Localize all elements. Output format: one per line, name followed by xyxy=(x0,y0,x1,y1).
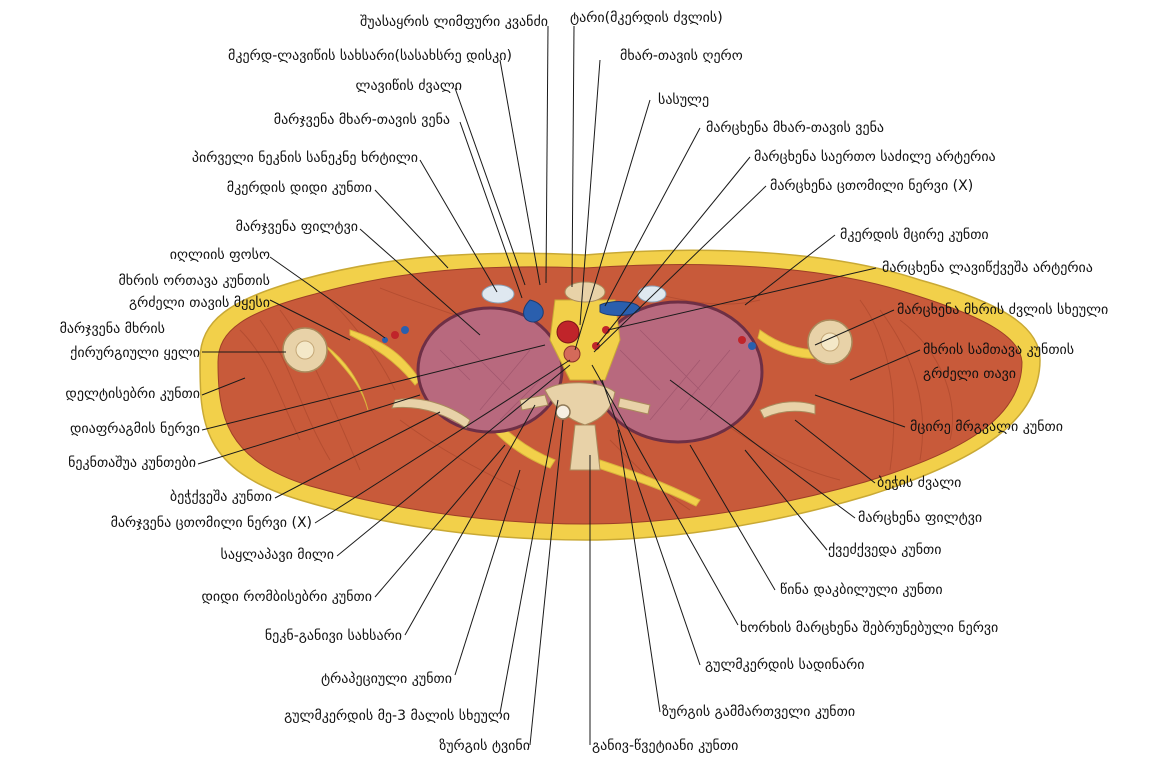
label-teres-minor: მცირე მრგვალი კუნთი xyxy=(910,418,1063,435)
label-esophagus: საყლაპავი მილი xyxy=(221,547,334,563)
label-surgical-neck-1: მარჯვენა მხრის xyxy=(60,320,165,337)
label-subscapularis: ქვეძქვედა კუნთი xyxy=(828,542,941,558)
label-pectoralis-major: მკერდის დიდი კუნთი xyxy=(227,179,372,196)
label-axillary-fossa: იღლიის ფოსო xyxy=(170,247,270,263)
label-left-recurrent: ხორხის მარცხენა შებრუნებული ნერვი xyxy=(740,619,998,636)
first-rib-cartilage xyxy=(482,285,514,303)
left-lung xyxy=(594,302,762,442)
label-phrenic-nerve: დიაფრაგმის ნერვი xyxy=(70,420,200,437)
label-trachea: სასულე xyxy=(658,92,709,108)
label-biceps-long-head-1: მხრის ორთავა კუნთის xyxy=(118,272,270,289)
label-left-brachiocephalic-vein: მარცხენა მხარ-თავის ვენა xyxy=(706,119,884,136)
label-scapula: ბეჭის ძვალი xyxy=(877,475,961,491)
label-lymph-duct: შუასაყრის ლიმფური კვანძი xyxy=(360,13,548,30)
label-serratus-anterior: წინა დაკბილული კუნთი xyxy=(780,582,943,598)
label-spinal-cord: ზურგის ტვინი xyxy=(439,737,530,754)
label-first-rib-cartilage: პირველი ნეკნის სანეკნე ხრტილი xyxy=(192,149,418,166)
label-left-humerus: მარცხენა მხრის ძვლის სხეული xyxy=(897,301,1108,318)
label-left-subclavian-artery: მარცხენა ლავიწქვეშა არტერია xyxy=(882,259,1093,276)
label-deltoid: დელტისებრი კუნთი xyxy=(65,385,200,402)
label-surgical-neck-2: ქირურგიული ყელი xyxy=(70,344,200,361)
label-sternum: ტარი(მკერდის ძვლის) xyxy=(570,9,723,26)
label-sternoclavicular: მკერდ-ლავიწის სახსარი(სასახსრე დისკი) xyxy=(228,47,512,64)
label-costotransverse: ნეკნ-განივი სახსარი xyxy=(265,627,402,644)
trachea-ring xyxy=(564,346,580,362)
label-rhomboid-major: დიდი რომბისებრი კუნთი xyxy=(201,588,372,605)
label-right-lung: მარჯვენა ფილტვი xyxy=(236,218,358,235)
label-right-vagus: მარჯვენა ცთომილი ნერვი (X) xyxy=(111,514,312,531)
label-left-common-carotid: მარცხენა საერთო საძილე არტერია xyxy=(754,148,996,165)
label-clavicle: ლავიწის ძვალი xyxy=(356,78,462,94)
label-left-vagus: მარცხენა ცთომილი ნერვი (X) xyxy=(770,177,973,194)
label-right-brachiocephalic-vein: მარჯვენა მხარ-თავის ვენა xyxy=(274,111,450,128)
label-brachiocephalic-trunk: მხარ-თავის ღერო xyxy=(620,47,743,64)
label-vertebra-body: გულმკერდის მე-3 მალის სხეული xyxy=(284,707,510,724)
label-erector-spinae: ზურგის გამმართველი კუნთი xyxy=(662,703,855,720)
label-trapezius: ტრაპეციული კუნთი xyxy=(321,670,452,687)
label-infraspinatus: ბეჭქვეშა კუნთი xyxy=(170,489,272,505)
left-rib-cartilage xyxy=(638,286,666,302)
label-pectoralis-minor: მკერდის მცირე კუნთი xyxy=(840,226,989,243)
label-left-lung: მარცხენა ფილტვი xyxy=(858,509,982,526)
spinal-cord xyxy=(556,405,570,419)
sternum-bone xyxy=(565,282,605,302)
label-biceps-long-head-2: გრძელი თავის მყესი xyxy=(129,294,270,311)
label-triceps-1: მხრის სამთავა კუნთის xyxy=(923,341,1074,358)
label-thoracic-duct: გულმკერდის სადინარი xyxy=(705,656,864,673)
label-intercostal: ნეკნთაშუა კუნთები xyxy=(68,455,196,471)
aorta-artery xyxy=(557,321,579,343)
label-triceps-2: გრძელი თავი xyxy=(923,365,1016,382)
label-transversospinalis: განივ-წვეტიანი კუნთი xyxy=(592,738,738,754)
